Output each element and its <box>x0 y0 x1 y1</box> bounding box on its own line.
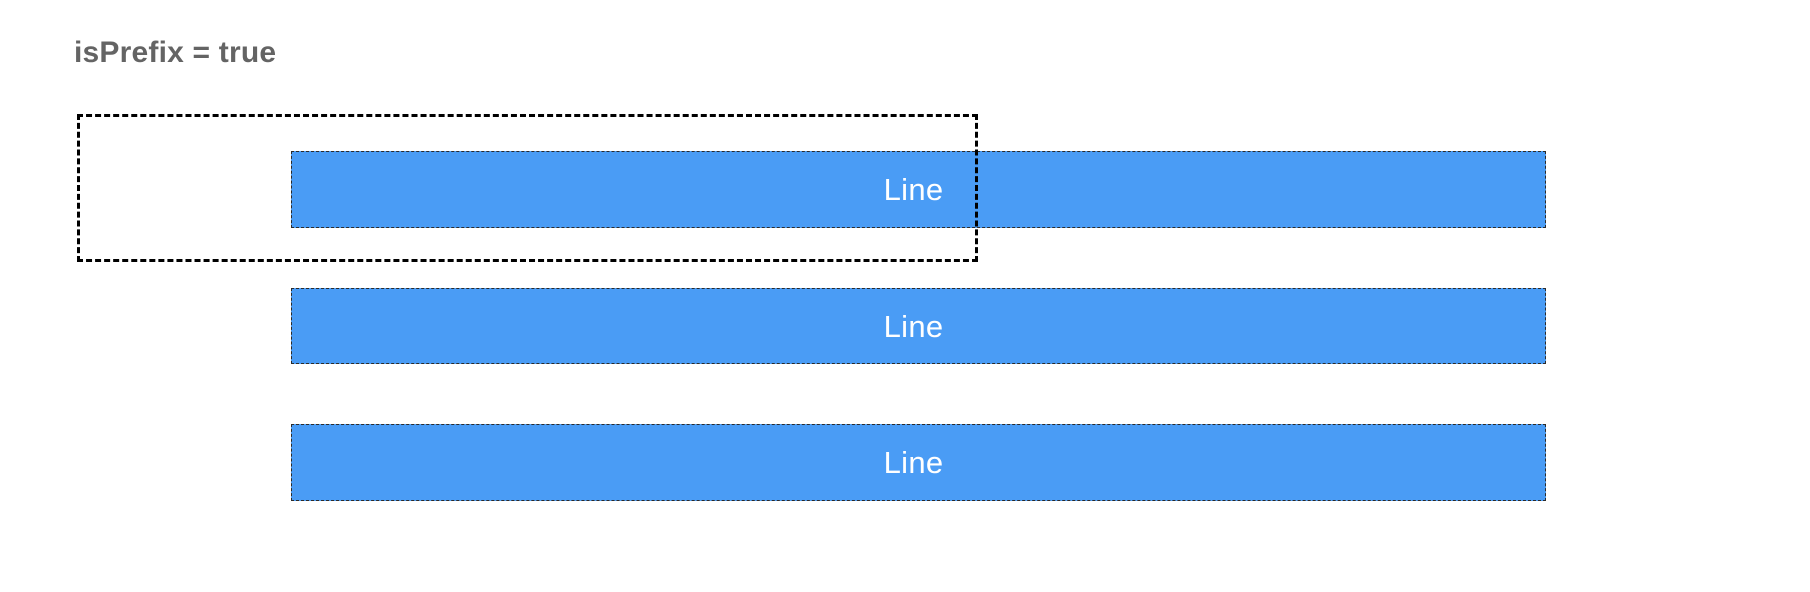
line-bar-label: Line <box>883 308 944 344</box>
line-bar[interactable]: Line <box>291 424 1546 501</box>
line-bar-label: Line <box>883 445 944 480</box>
line-bar[interactable]: Line <box>291 288 1546 364</box>
line-bar[interactable]: Line <box>291 151 1546 228</box>
page-title: isPrefix = true <box>74 36 277 69</box>
line-bar-label: Line <box>883 172 944 207</box>
